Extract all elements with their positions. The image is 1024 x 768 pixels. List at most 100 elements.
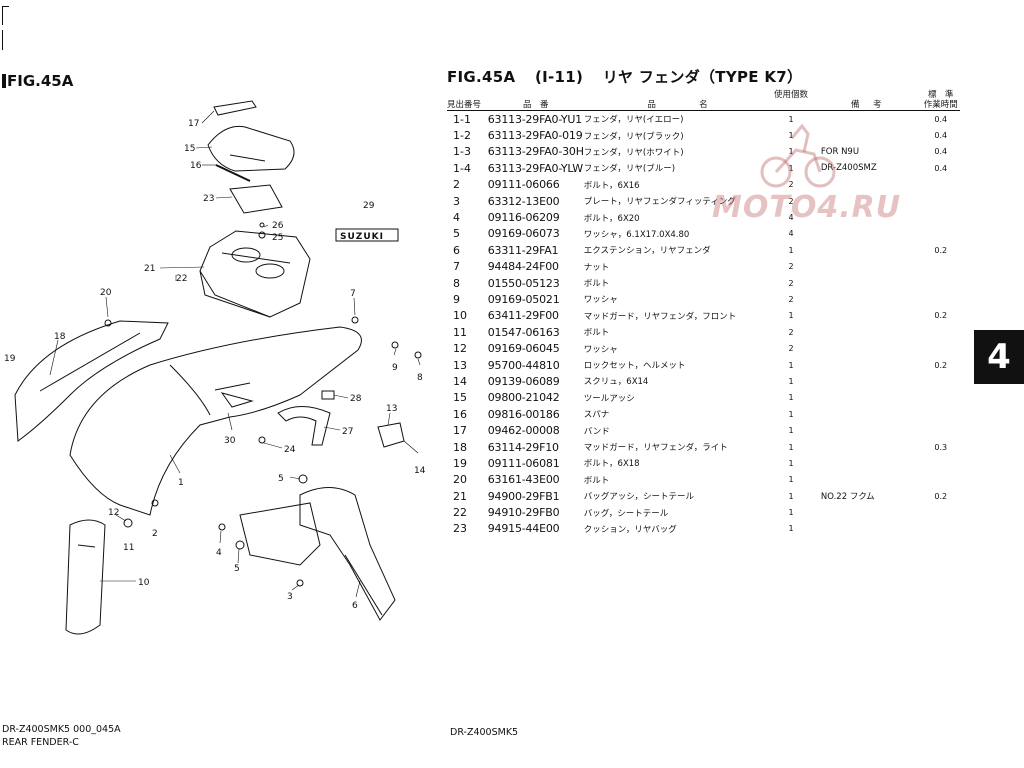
callout-17: 17 (188, 119, 199, 129)
part-number-cell: 09816-00186 (487, 407, 560, 421)
ref-cell: 3 (453, 194, 460, 208)
quantity-cell: 2 (788, 278, 794, 288)
remarks-cell (811, 226, 922, 242)
quantity-cell: 1 (788, 442, 794, 452)
tool-bag-part (207, 125, 295, 172)
remarks-cell (811, 111, 922, 128)
callout-5: 5 (278, 474, 284, 484)
col-quantity: 使用個数 (771, 88, 811, 111)
remarks-cell (811, 127, 922, 143)
std-time-cell (922, 291, 960, 307)
quantity-cell: 2 (788, 344, 794, 354)
std-time-cell (922, 390, 960, 406)
description-cell: エクステンション，リヤフェンダ (583, 246, 711, 257)
figure-label: FIG.45A (2, 72, 73, 90)
remarks-cell (811, 521, 922, 537)
callout-28: 28 (350, 394, 362, 404)
exploded-parts-diagram: 17 15 16 23 26 25 29 21 22 20 7 18 19 9 … (4, 100, 426, 635)
part-number-cell: 63113-29FA0-YU1 (487, 112, 582, 126)
callout-20: 20 (100, 288, 112, 298)
part-number-cell: 09462-00008 (487, 424, 560, 438)
remarks-cell (811, 242, 922, 258)
callout-4: 4 (216, 548, 222, 558)
ref-cell: 6 (453, 243, 460, 257)
callout-14: 14 (414, 466, 426, 476)
std-time-cell: 0.2 (934, 245, 948, 255)
quantity-cell: 2 (788, 262, 794, 272)
std-time-cell: 0.2 (934, 311, 948, 321)
page-title: FIG.45A (I-11) リヤ フェンダ（TYPE K7） (447, 66, 816, 87)
description-cell: ツールアッシ (583, 393, 635, 404)
section-tab: 4 (974, 330, 1024, 384)
quantity-cell: 1 (788, 163, 794, 173)
callout-2: 2 (152, 529, 158, 539)
callout-10: 10 (138, 578, 150, 588)
callout-8: 8 (417, 373, 423, 383)
description-cell: マッドガード，リヤフェンダ，フロント (583, 311, 737, 322)
description-cell: バンド (583, 426, 610, 437)
part-number-cell: 09169-06045 (487, 342, 560, 356)
callout-18: 18 (54, 332, 66, 342)
remarks-cell (811, 504, 922, 520)
ref-cell: 1-1 (453, 112, 471, 126)
callout-23: 23 (203, 194, 214, 204)
callout-12: 12 (108, 508, 119, 518)
part-number-cell: 94900-29FB1 (487, 489, 560, 503)
quantity-cell: 1 (788, 393, 794, 403)
col-description: 品 名 (583, 88, 772, 111)
std-time-cell (922, 504, 960, 520)
quantity-cell: 1 (788, 147, 794, 157)
title-fig: FIG.45A (447, 68, 516, 86)
callout-29: 29 (363, 201, 375, 211)
cushion-part (229, 184, 283, 214)
remarks-cell (811, 422, 922, 438)
remarks-cell (811, 340, 922, 356)
ref-cell: 5 (453, 227, 460, 241)
callout-13: 13 (386, 404, 397, 414)
part-number-cell: 94915-44E00 (487, 522, 560, 536)
remarks-cell: FOR N9U (820, 146, 860, 157)
description-cell: ワッシャ，6.1X17.0X4.80 (583, 229, 690, 240)
part-number-cell: 63113-29FA0-30H (487, 145, 584, 159)
part-number-cell: 01547-06163 (487, 325, 560, 339)
ref-cell: 17 (453, 424, 467, 438)
quantity-cell: 1 (788, 508, 794, 518)
std-time-cell: 0.3 (934, 442, 948, 452)
description-cell: バッグアッシ，シートテール (583, 492, 695, 503)
part-number-cell: 63411-29F00 (487, 309, 559, 323)
ref-cell: 19 (453, 456, 467, 470)
remarks-cell (811, 439, 922, 455)
callout-9: 9 (392, 363, 398, 373)
ref-cell: 2 (453, 178, 460, 192)
part-number-cell: 09111-06066 (487, 178, 560, 192)
callout-27: 27 (342, 427, 353, 437)
quantity-cell: 2 (788, 180, 794, 190)
std-time-cell (922, 373, 960, 389)
crop-mark (2, 30, 4, 50)
quantity-cell: 1 (788, 458, 794, 468)
emblem-part (335, 228, 399, 242)
quantity-cell: 4 (788, 229, 794, 239)
description-cell: ボルト，6X20 (583, 213, 640, 224)
callout-30: 30 (224, 436, 236, 446)
quantity-cell: 4 (788, 213, 794, 223)
part-number-cell: 09169-05021 (487, 292, 560, 306)
remarks-cell (811, 324, 922, 340)
std-time-cell: 0.4 (934, 131, 948, 141)
ref-cell: 22 (453, 506, 467, 520)
part-number-cell: 63114-29F10 (487, 440, 559, 454)
part-number-cell: 09169-06073 (487, 227, 560, 241)
quantity-cell: 1 (788, 409, 794, 419)
remarks-cell (811, 291, 922, 307)
